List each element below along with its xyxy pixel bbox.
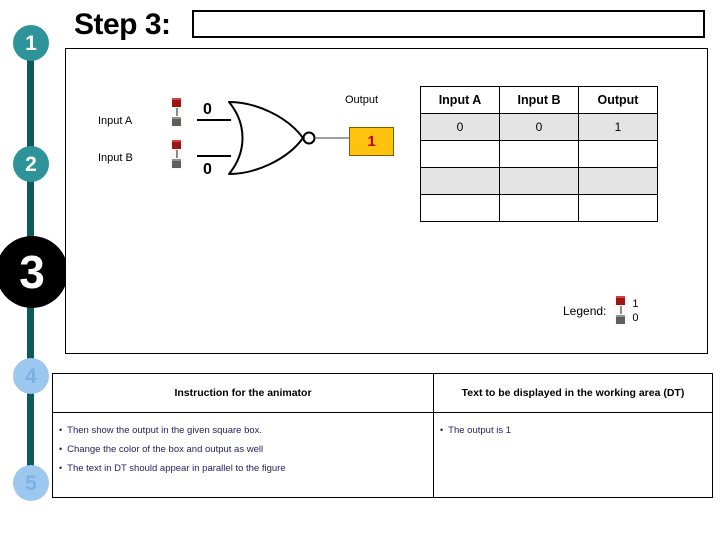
switch-stem-icon <box>176 108 178 116</box>
legend-switch-icon <box>614 296 629 326</box>
switch-high-square-icon <box>172 140 181 149</box>
step-indicator-5-label: 5 <box>25 471 37 495</box>
truth-cell-input-b <box>499 140 579 168</box>
truth-table-col-output: Output <box>578 86 658 114</box>
legend-high-value: 1 <box>632 298 639 310</box>
table-row: 0 0 1 <box>420 113 658 141</box>
step-indicator-1[interactable]: 1 <box>13 25 49 61</box>
legend-low-value: 0 <box>632 312 639 324</box>
output-label: Output <box>345 94 379 106</box>
truth-cell-input-b <box>499 167 579 195</box>
step-indicator-4[interactable]: 4 <box>13 358 49 394</box>
step-title-input[interactable] <box>192 10 705 38</box>
dt-text-list: The output is 1 <box>440 421 706 440</box>
notes-col-dt-text: Text to be displayed in the working area… <box>433 373 713 413</box>
truth-cell-output <box>578 140 658 168</box>
step-indicator-3-active[interactable]: 3 <box>0 236 68 308</box>
input-b-switch-icon[interactable] <box>170 140 184 170</box>
step-indicator-4-label: 4 <box>25 364 37 388</box>
truth-table-header-row: Input A Input B Output <box>420 86 658 114</box>
truth-cell-input-a <box>420 194 500 222</box>
truth-cell-output: 1 <box>578 113 658 141</box>
step-progress-rail: 1 2 3 4 5 <box>0 0 68 540</box>
list-item: The output is 1 <box>440 421 706 440</box>
switch-low-square-icon <box>172 159 181 168</box>
switch-high-square-icon <box>616 296 626 305</box>
output-value-box: 1 <box>349 127 394 156</box>
truth-cell-input-b <box>499 194 579 222</box>
animator-instruction-cell: Then show the output in the given square… <box>52 412 434 498</box>
switch-stem-icon <box>176 150 178 158</box>
step-indicator-1-label: 1 <box>25 31 37 55</box>
page-title: Step 3: <box>74 8 171 41</box>
legend-values: 1 0 <box>632 297 638 325</box>
legend-label: Legend: <box>563 304 607 318</box>
switch-low-square-icon <box>616 315 626 324</box>
notes-col-animator-instruction: Instruction for the animator <box>52 373 434 413</box>
step-indicator-3-label: 3 <box>19 246 45 298</box>
rail-connector-upper <box>27 43 34 239</box>
input-b-label: Input B <box>98 152 133 164</box>
truth-table-col-input-b: Input B <box>499 86 579 114</box>
switch-stem-icon <box>620 306 623 314</box>
truth-cell-input-a <box>420 140 500 168</box>
table-row: Then show the output in the given square… <box>52 412 713 498</box>
list-item: The text in DT should appear in parallel… <box>59 459 427 478</box>
truth-cell-output <box>578 167 658 195</box>
truth-cell-input-b: 0 <box>499 113 579 141</box>
input-a-value: 0 <box>203 101 212 118</box>
animator-instruction-list: Then show the output in the given square… <box>59 421 427 478</box>
truth-cell-input-a: 0 <box>420 113 500 141</box>
step-indicator-2[interactable]: 2 <box>13 146 49 182</box>
switch-high-square-icon <box>172 98 181 107</box>
truth-cell-input-a <box>420 167 500 195</box>
truth-table: Input A Input B Output 0 0 1 <box>420 86 658 222</box>
nor-gate-icon <box>197 101 351 175</box>
input-a-label: Input A <box>98 115 133 127</box>
list-item: Then show the output in the given square… <box>59 421 427 440</box>
step-indicator-2-label: 2 <box>25 152 37 176</box>
input-b-value: 0 <box>203 161 212 178</box>
notes-table: Instruction for the animator Text to be … <box>52 373 713 498</box>
notes-table-header-row: Instruction for the animator Text to be … <box>52 373 713 413</box>
table-row <box>420 140 658 168</box>
table-row <box>420 194 658 222</box>
table-row <box>420 167 658 195</box>
truth-cell-output <box>578 194 658 222</box>
dt-text-cell: The output is 1 <box>433 412 713 498</box>
switch-low-square-icon <box>172 117 181 126</box>
truth-table-col-input-a: Input A <box>420 86 500 114</box>
input-a-switch-icon[interactable] <box>170 98 184 128</box>
legend: Legend: 1 0 <box>563 296 639 326</box>
step-indicator-5[interactable]: 5 <box>13 465 49 501</box>
list-item: Change the color of the box and output a… <box>59 440 427 459</box>
